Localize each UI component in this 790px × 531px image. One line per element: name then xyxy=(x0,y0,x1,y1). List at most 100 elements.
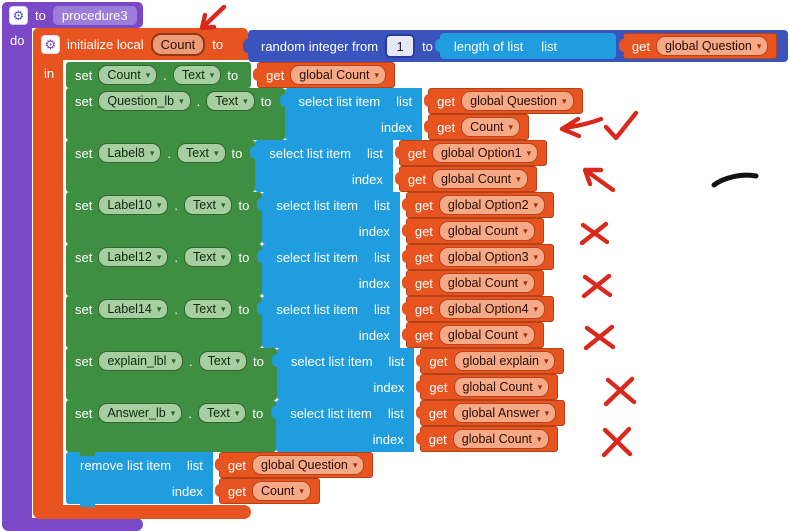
variable-dropdown[interactable]: global Option3▾ xyxy=(438,247,546,267)
initialize-local-block[interactable]: ⚙ initialize local Count to xyxy=(33,28,248,60)
component-dropdown[interactable]: Label8▾ xyxy=(98,143,162,163)
set-block[interactable]: set Question_lb▾ . Text▾ to xyxy=(66,88,285,140)
property-dropdown[interactable]: Text▾ xyxy=(177,143,226,163)
get-block[interactable]: get global Question ▾ xyxy=(618,33,778,59)
get-label: get xyxy=(414,249,433,265)
dot-label: . xyxy=(188,353,193,369)
property-dropdown[interactable]: Text▾ xyxy=(206,91,255,111)
mutator-gear-icon[interactable]: ⚙ xyxy=(9,5,28,25)
index-socket-label: index xyxy=(358,223,390,239)
procedure-block-bottom-bar[interactable] xyxy=(2,518,143,531)
property-dropdown[interactable]: Text▾ xyxy=(184,195,233,215)
component-dropdown[interactable]: Label10▾ xyxy=(98,195,169,215)
set-block[interactable]: set Label8▾ . Text▾ to xyxy=(66,140,256,192)
component-dropdown[interactable]: explain_lbl▾ xyxy=(98,351,183,371)
property-dropdown[interactable]: Text▾ xyxy=(184,247,233,267)
variable-dropdown[interactable]: global explain▾ xyxy=(453,351,556,371)
variable-dropdown[interactable]: global Question ▾ xyxy=(655,36,769,56)
set-block[interactable]: set Count▾ . Text▾ to xyxy=(66,62,252,88)
variable-dropdown[interactable]: global Count▾ xyxy=(438,221,535,241)
to-label: to xyxy=(238,301,250,317)
mutator-gear-icon[interactable]: ⚙ xyxy=(41,34,60,54)
variable-dropdown[interactable]: global Count▾ xyxy=(453,377,550,397)
number-input[interactable]: 1 xyxy=(385,34,416,58)
set-block[interactable]: set Label12▾ . Text▾ to xyxy=(66,244,263,296)
set-block[interactable]: set Label10▾ . Text▾ to xyxy=(66,192,263,244)
local-var-name-field[interactable]: Count xyxy=(150,32,206,56)
procedure-name-field[interactable]: procedure3 xyxy=(52,5,137,25)
variable-dropdown[interactable]: global Count▾ xyxy=(452,429,549,449)
chevron-down-icon: ▾ xyxy=(523,225,528,236)
initialize-local-left-column[interactable] xyxy=(33,58,63,507)
get-block[interactable]: get global Count▾ xyxy=(253,62,395,88)
set-block[interactable]: set explain_lbl▾ . Text▾ to xyxy=(66,348,277,400)
chevron-down-icon: ▾ xyxy=(149,147,155,158)
list-socket-label: list xyxy=(541,38,558,54)
variable-dropdown[interactable]: global Count▾ xyxy=(431,169,528,189)
variable-dropdown[interactable]: Count▾ xyxy=(252,481,311,501)
variable-dropdown[interactable]: global Question▾ xyxy=(461,91,574,111)
property-dropdown[interactable]: Text▾ xyxy=(198,351,248,371)
red-x-annotation xyxy=(601,426,633,458)
variable-dropdown[interactable]: global Option1▾ xyxy=(431,143,539,163)
variable-dropdown[interactable]: global Option4▾ xyxy=(438,299,546,319)
chevron-down-icon: ▾ xyxy=(533,199,539,210)
variable-dropdown[interactable]: global Option2▾ xyxy=(438,195,546,215)
initialize-local-bottom-bar[interactable] xyxy=(33,505,251,519)
red-x-annotation xyxy=(583,324,616,351)
set-block[interactable]: set Answer_lb▾ . Text▾ to xyxy=(66,400,277,452)
variable-dropdown[interactable]: global Count▾ xyxy=(438,325,535,345)
component-dropdown[interactable]: Label14▾ xyxy=(98,299,169,319)
variable-dropdown[interactable]: global Answer▾ xyxy=(452,403,557,423)
length-of-list-block[interactable]: length of list list xyxy=(434,33,616,59)
component-dropdown[interactable]: Answer_lb▾ xyxy=(98,403,183,423)
procedure-block[interactable]: ⚙ to procedure3 xyxy=(2,2,143,28)
procedure-block-left-column[interactable] xyxy=(2,14,32,526)
set-block[interactable]: set Label14▾ . Text▾ to xyxy=(66,296,263,348)
select-label: select list item xyxy=(276,301,358,317)
property-dropdown[interactable]: Text▾ xyxy=(197,403,247,423)
property-dropdown[interactable]: Text▾ xyxy=(184,299,233,319)
component-dropdown[interactable]: Label12▾ xyxy=(98,247,169,267)
index-socket-label: index xyxy=(373,379,405,395)
get-block[interactable]: get global Option3▾ xyxy=(401,244,555,270)
variable-dropdown[interactable]: global Question▾ xyxy=(252,455,365,475)
set-label: set xyxy=(75,249,93,265)
list-socket-label: list xyxy=(367,145,383,161)
variable-dropdown[interactable]: global Count▾ xyxy=(290,65,386,85)
variable-dropdown[interactable]: global Count▾ xyxy=(438,273,535,293)
index-socket-label: index xyxy=(380,119,413,135)
chevron-down-icon: ▾ xyxy=(234,407,240,418)
select-label: select list item xyxy=(298,93,381,109)
component-dropdown[interactable]: Count▾ xyxy=(98,65,158,85)
chevron-down-icon: ▾ xyxy=(170,407,176,418)
property-dropdown[interactable]: Text▾ xyxy=(172,65,222,85)
random-integer-block[interactable]: random integer from 1 to length of list … xyxy=(243,30,788,62)
component-dropdown[interactable]: Question_lb▾ xyxy=(98,91,191,111)
variable-dropdown[interactable]: Count▾ xyxy=(461,117,521,137)
